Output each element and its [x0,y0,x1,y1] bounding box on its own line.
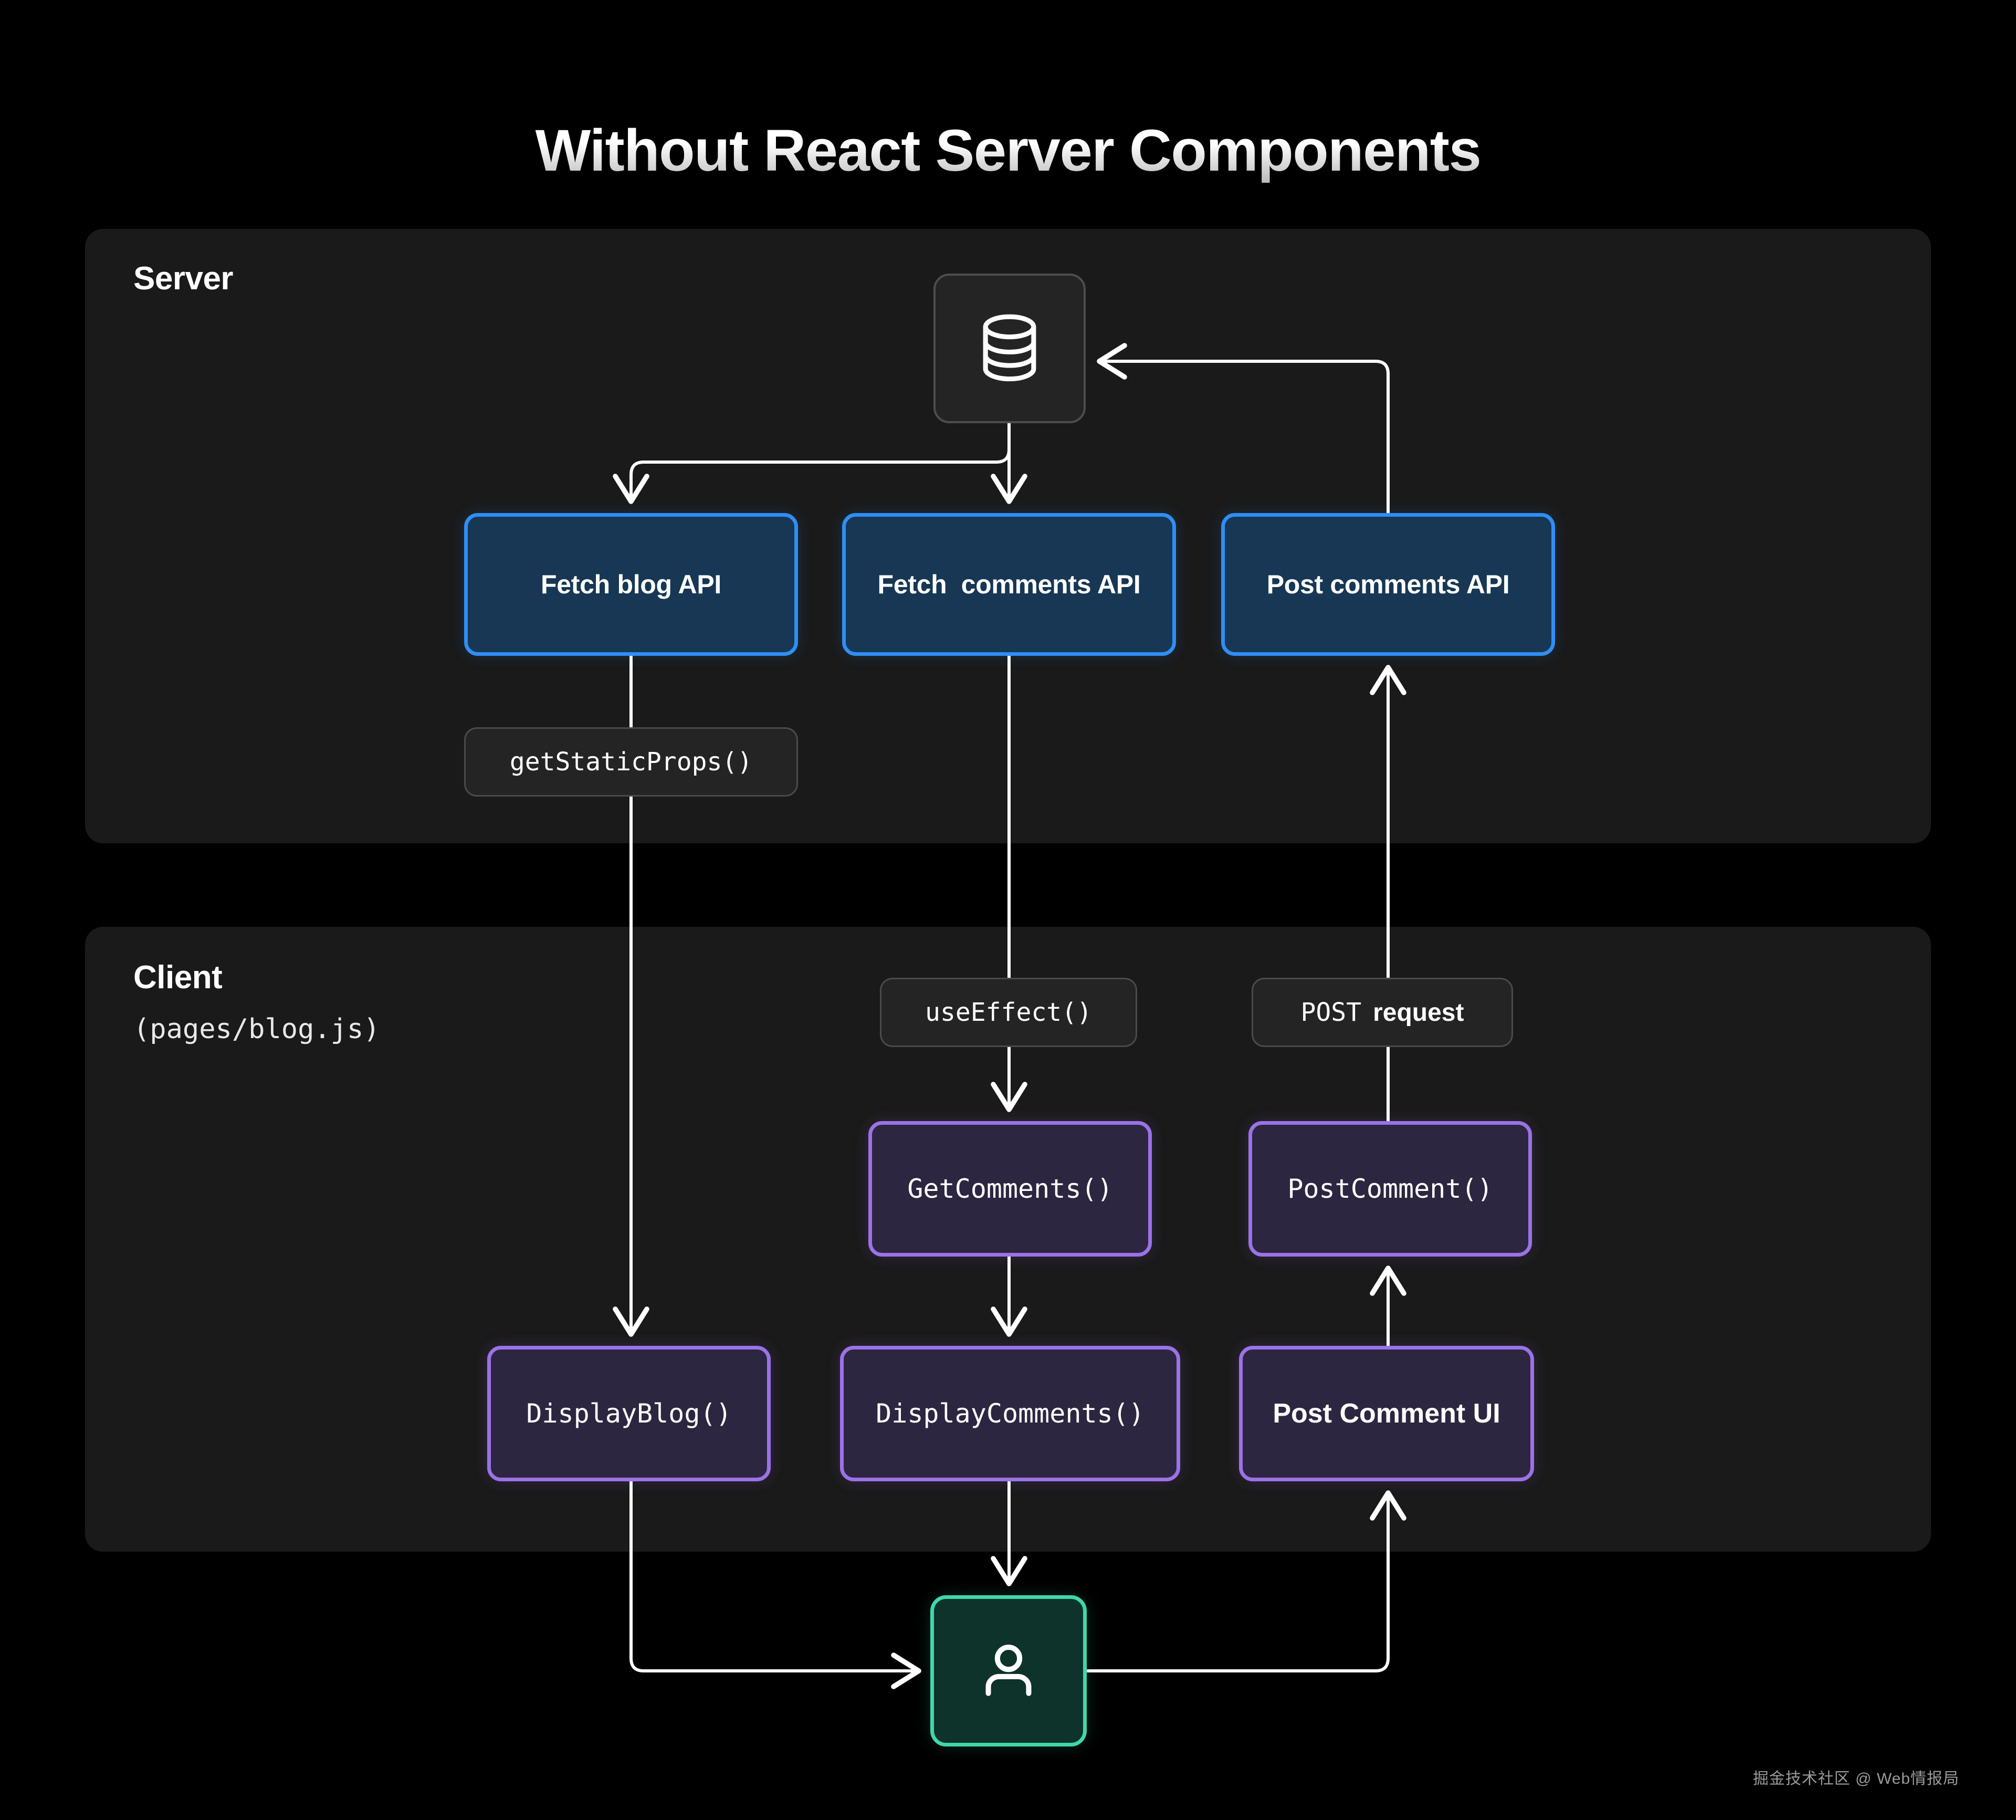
node-fetch-blog-api[interactable]: Fetch blog API [464,513,798,656]
user-icon [985,1645,1032,1696]
node-label: Post comments API [1266,570,1510,599]
node-post-comments-api[interactable]: Post comments API [1221,513,1555,656]
node-post-comment-fn[interactable]: PostComment() [1248,1121,1532,1257]
user-node[interactable] [930,1595,1087,1746]
pill-use-effect[interactable]: useEffect() [880,978,1137,1047]
node-label: PostComment() [1287,1174,1493,1204]
node-label: Post Comment UI [1273,1398,1500,1429]
server-lane-title: Server [133,260,234,297]
node-display-blog[interactable]: DisplayBlog() [487,1346,771,1481]
node-get-comments[interactable]: GetComments() [868,1121,1152,1257]
node-post-comment-ui[interactable]: Post Comment UI [1239,1346,1534,1481]
node-label: DisplayBlog() [526,1398,732,1429]
node-display-comments[interactable]: DisplayComments() [840,1346,1180,1481]
pill-label: getStaticProps() [509,747,753,777]
pill-get-static-props[interactable]: getStaticProps() [464,727,798,797]
pill-label: POST [1300,998,1362,1027]
database-icon [983,314,1036,381]
client-lane-title: Client [133,959,223,996]
client-lane-subtitle: (pages/blog.js) [133,1013,380,1045]
pill-post-request[interactable]: POST request [1252,978,1513,1047]
node-label: Fetch blog API [541,570,721,599]
pill-label-emphasis: request [1373,998,1464,1027]
node-fetch-comments-api[interactable]: Fetch comments API [842,513,1176,656]
node-label: Fetch comments API [877,570,1141,599]
database-node[interactable] [933,274,1086,423]
node-label: DisplayComments() [876,1398,1144,1429]
page-title: Without React Server Components [0,118,2016,183]
node-label: GetComments() [907,1174,1113,1204]
pill-label: useEffect() [925,998,1092,1027]
watermark: 掘金技术社区 @ Web情报局 [1752,1770,1959,1787]
